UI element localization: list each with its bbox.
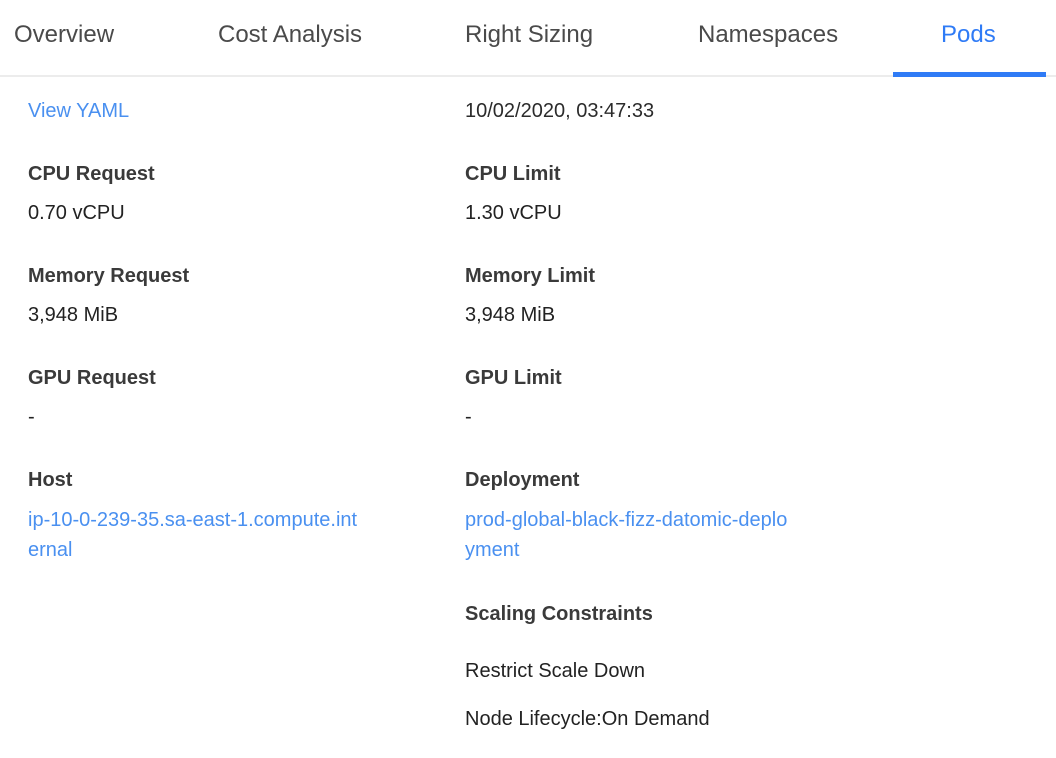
tab-right-sizing[interactable]: Right Sizing [465, 21, 594, 48]
created-timestamp-cell: 10/02/2020, 03:47:33 [465, 97, 1056, 125]
cpu-request-value: 0.70 vCPU [28, 202, 125, 224]
cpu-limit-field: CPU Limit 1.30 vCPU [465, 160, 1056, 227]
memory-request-field: Memory Request 3,948 MiB [28, 262, 465, 329]
tab-namespaces[interactable]: Namespaces [698, 21, 839, 48]
created-timestamp: 10/02/2020, 03:47:33 [465, 100, 655, 122]
view-yaml-link[interactable]: View YAML [28, 100, 130, 122]
deployment-link[interactable]: prod-global-black-fizz-datomic-deploymen… [465, 509, 788, 561]
cpu-limit-value: 1.30 vCPU [465, 202, 562, 224]
host-link[interactable]: ip-10-0-239-35.sa-east-1.compute.interna… [28, 509, 358, 561]
scaling-constraint-restrict-scale-down: Restrict Scale Down [465, 660, 646, 682]
tab-cost-analysis[interactable]: Cost Analysis [218, 21, 363, 48]
gpu-request-label: GPU Request [28, 367, 156, 389]
gpu-limit-field: GPU Limit - [465, 364, 1056, 431]
memory-limit-value: 3,948 MiB [465, 304, 556, 326]
cpu-limit-label: CPU Limit [465, 163, 561, 185]
gpu-request-field: GPU Request - [28, 364, 465, 431]
host-field: Host ip-10-0-239-35.sa-east-1.compute.in… [28, 466, 465, 565]
pod-detail-panel: View YAML 10/02/2020, 03:47:33 CPU Reque… [0, 77, 1056, 753]
view-yaml-cell: View YAML [28, 97, 465, 125]
tab-overview[interactable]: Overview [14, 21, 115, 48]
gpu-limit-value: - [465, 406, 472, 428]
memory-request-label: Memory Request [28, 265, 190, 287]
scaling-constraint-node-lifecycle: Node Lifecycle:On Demand [465, 708, 710, 730]
scaling-constraints-label: Scaling Constraints [465, 603, 653, 625]
cpu-request-label: CPU Request [28, 163, 155, 185]
cpu-request-field: CPU Request 0.70 vCPU [28, 160, 465, 227]
pod-detail-tabbar: Overview Cost Analysis Right Sizing Name… [0, 0, 1056, 77]
memory-limit-label: Memory Limit [465, 265, 596, 287]
active-tab-indicator [893, 72, 1046, 77]
scaling-constraints-field: Scaling Constraints Restrict Scale Down … [465, 600, 1056, 753]
tab-pods[interactable]: Pods [941, 21, 996, 48]
deployment-field: Deployment prod-global-black-fizz-datomi… [465, 466, 1056, 565]
memory-request-value: 3,948 MiB [28, 304, 119, 326]
gpu-limit-label: GPU Limit [465, 367, 562, 389]
gpu-request-value: - [28, 406, 35, 428]
deployment-label: Deployment [465, 469, 580, 491]
memory-limit-field: Memory Limit 3,948 MiB [465, 262, 1056, 329]
host-label: Host [28, 469, 73, 491]
